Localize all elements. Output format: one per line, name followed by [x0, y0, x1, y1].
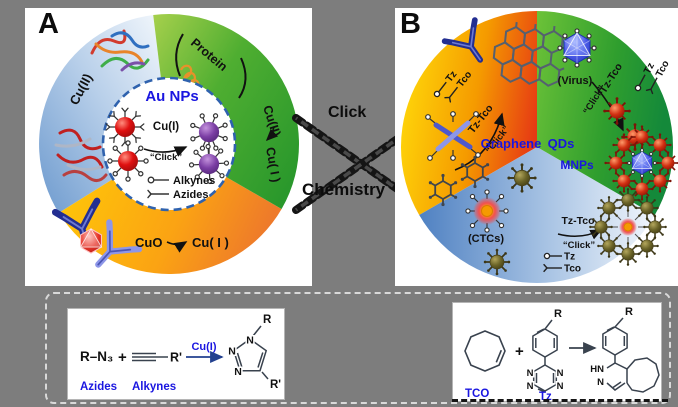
- product-n: N: [597, 377, 604, 388]
- triazole-n3: N: [234, 366, 242, 378]
- panel-b: B Tz: [395, 8, 678, 286]
- gold-np-alkyne-icon: [108, 141, 148, 181]
- tco-structure: [464, 330, 506, 372]
- alkynes-label: Alkynes: [132, 381, 176, 393]
- azides-legend: Azides: [173, 189, 208, 201]
- tco-tz-reaction-box: + R N N N N: [452, 302, 662, 403]
- svg-text:Cu( I ): Cu( I ): [263, 146, 283, 183]
- core-click: “Click”: [150, 152, 182, 163]
- cuo-arrow: [166, 241, 188, 253]
- product-hn: HN: [590, 364, 604, 375]
- tz-n-br: N: [557, 381, 564, 392]
- virus-blue-icon: [558, 29, 596, 67]
- core-arrow: [143, 146, 188, 157]
- protein-ribbon-red-icon: [54, 128, 108, 182]
- mnp-ctc-cluster-icon: [588, 187, 668, 267]
- product-structure: [602, 317, 660, 393]
- antibody-tz-icon: [425, 111, 481, 161]
- graphene-label: Graphene: [481, 136, 542, 151]
- paren-open: [175, 33, 184, 77]
- paren-close: [238, 57, 247, 99]
- panel-a-diagram: Cu(II) Protein Cu(II) Cu( I ) Cu: [39, 14, 299, 286]
- virus-label: (Virus): [558, 75, 593, 87]
- linker-click: Click: [328, 104, 367, 121]
- sector-graphene: [400, 10, 537, 215]
- tz-n-tr: N: [557, 368, 564, 379]
- cu1-bottom-label: Cu( I ): [192, 235, 229, 250]
- triazole-ring: [232, 325, 269, 380]
- product-r: R: [625, 306, 633, 318]
- ctcs-label: (CTCs): [468, 233, 504, 245]
- legend-bottom: Tz Tco: [543, 252, 581, 275]
- black-dashed-rule: [452, 399, 668, 402]
- tz-structure: [532, 319, 558, 393]
- panel-a-label: A: [38, 8, 59, 40]
- triazole-n1: N: [246, 335, 254, 347]
- tz-n-tl: N: [527, 368, 534, 379]
- sector-mnps: [419, 147, 655, 284]
- svg-text:Tco: Tco: [564, 264, 581, 275]
- qds-label: QDs: [548, 136, 575, 151]
- linker-chemistry: Chemistry: [302, 180, 386, 199]
- mnp-icon: [482, 247, 512, 277]
- svg-text:Tz: Tz: [564, 252, 575, 263]
- cu-arrow-right: [265, 126, 279, 142]
- triazole-n2: N: [228, 346, 236, 358]
- tco-label: TCO: [465, 388, 489, 400]
- alkynes-legend: Alkynes: [173, 175, 215, 187]
- click-arrow-right: [591, 81, 624, 132]
- panel-a: A: [25, 8, 312, 286]
- azide-formula: R–N₃: [80, 349, 113, 364]
- alkyne-structure: [132, 352, 168, 362]
- mnps-label: MNPs: [560, 158, 594, 172]
- tz-n-bl: N: [527, 381, 534, 392]
- reaction-strip: [45, 292, 671, 404]
- core-legend: Alkynes Azides: [147, 175, 215, 201]
- tztco-bottom: Tz-Tco: [561, 215, 594, 227]
- core-catalyst: Cu(I): [153, 121, 179, 133]
- virus-red-icon: [80, 228, 102, 254]
- cu1-right-label: Cu( I ): [263, 146, 283, 183]
- au-nps-title: Au NPs: [145, 88, 198, 105]
- cuo-label: CuO: [135, 235, 162, 250]
- plus-sign: +: [118, 349, 127, 366]
- protein-ribbon-icon: [90, 29, 150, 72]
- svg-text:Tco: Tco: [654, 59, 672, 79]
- tco-tz-scheme: + R N N N N: [464, 306, 660, 403]
- catalyst-label: Cu(I): [191, 341, 216, 353]
- cuaac-reaction-box: R–N₃ + R' Cu(I) N N N R R' Azides Alkyne…: [67, 308, 285, 400]
- svg-text:Tz: Tz: [642, 61, 657, 76]
- sector-protein-green: [153, 14, 299, 209]
- alkyne-r: R': [170, 351, 182, 365]
- svg-text:Tz: Tz: [444, 69, 460, 85]
- triazole-r: R: [263, 314, 272, 326]
- plus-sign: +: [515, 343, 524, 360]
- click-arrow-left: [454, 112, 505, 171]
- triazole-rp: R': [270, 379, 281, 391]
- click-bottom: “Click”: [563, 240, 595, 251]
- azides-label: Azides: [80, 381, 117, 393]
- tz-r: R: [554, 308, 562, 320]
- mnp-icon: [506, 162, 538, 194]
- panel-b-label: B: [400, 8, 421, 40]
- cuaac-scheme: R–N₃ + R' Cu(I) N N N R R' Azides Alkyne…: [80, 314, 281, 393]
- panel-b-diagram: Tz Tco Tz-Tco “Click”: [400, 10, 678, 284]
- ctc-cell-icon: [465, 189, 509, 233]
